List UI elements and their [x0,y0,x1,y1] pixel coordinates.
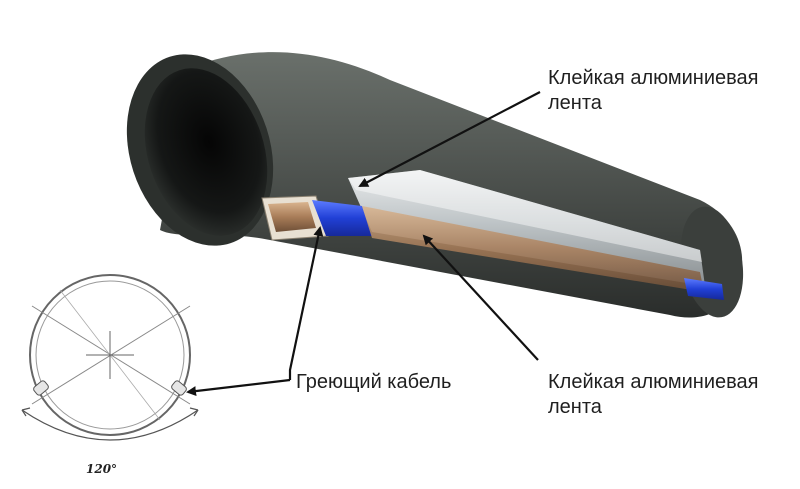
tape-bottom-label-line1: Клейкая алюминиевая [548,371,759,393]
heating-cable-label: Греющий кабель [296,370,451,395]
heating-cable [261,195,724,300]
tape-bottom-label-line2: лента [548,396,602,418]
pipe-opening [126,54,274,246]
cross-section-diagram [21,274,199,441]
tape-top-label-line2: лента [548,92,602,114]
heating-cable-label-text: Греющий кабель [296,371,452,393]
tape-top-label-line1: Клейкая алюминиевая [548,67,759,89]
tape-bottom-label: Клейкая алюминиевая лента [548,370,759,420]
tape-top-label: Клейкая алюминиевая лента [548,66,759,116]
angle-label: 120° [86,462,118,476]
leader-arrows [186,91,541,397]
